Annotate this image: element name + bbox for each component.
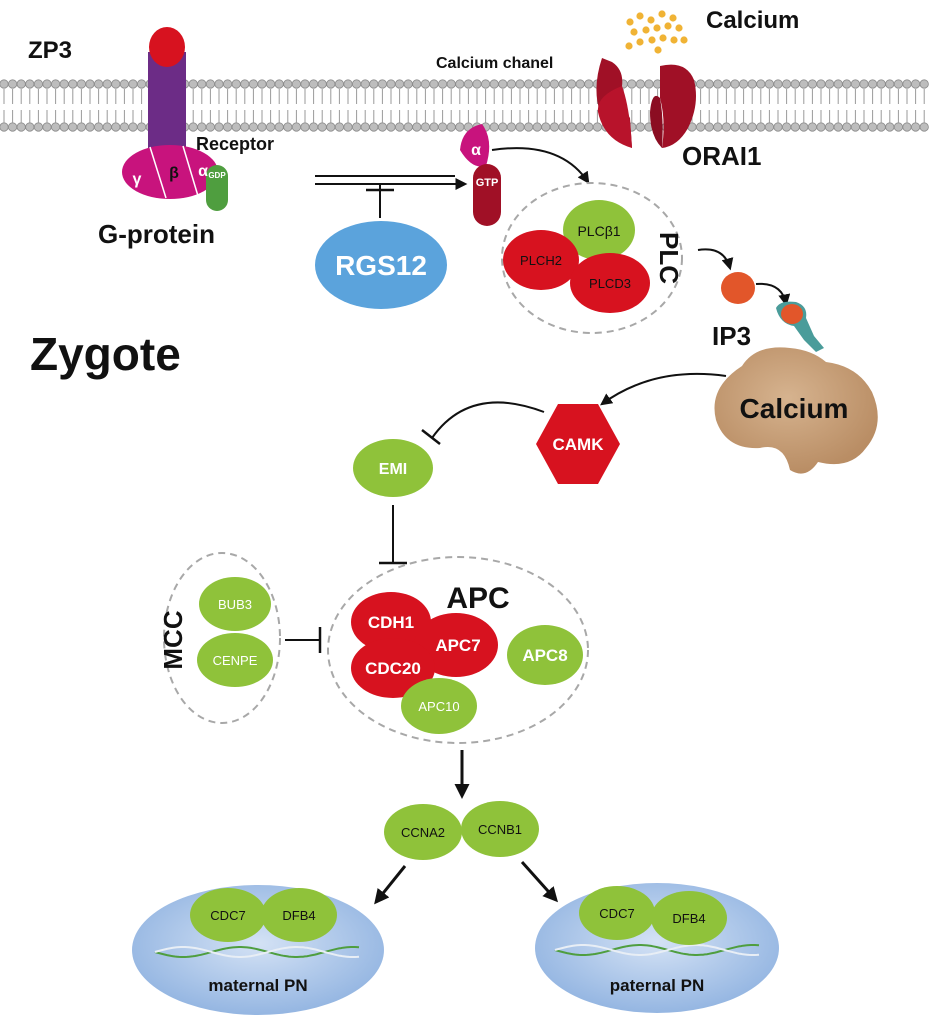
gamma-subunit-label: γ [133,171,142,188]
gtp-label: GTP [476,177,499,189]
ccna2-label: CCNA2 [401,825,445,840]
orai1-channel [596,58,696,148]
apc-label: APC [446,582,509,615]
apc-complex-boundary [327,556,589,744]
cenpe-label: CENPE [213,653,258,668]
mcc-complex-boundary [163,552,281,724]
ccna2-node [384,804,462,860]
ip3-receptor [776,301,824,352]
rgs12-label: RGS12 [335,250,427,281]
dfb4-left-label: DFB4 [282,908,315,923]
ccnb1-node [461,801,539,857]
gdp-text: GDP [208,171,226,180]
maternal-pn-label: maternal PN [208,976,307,995]
gdp-label: GDP [208,171,226,180]
beta-subunit-label: β [169,165,179,182]
cell-membrane [0,79,931,132]
alpha-to-plc-arrow [491,147,590,184]
g-protein-label: G-protein [98,219,215,249]
plcd3-label: PLCD3 [589,276,631,291]
emi-node [353,439,433,497]
cdc20-node [351,638,435,698]
alpha-active-label: α [471,142,481,159]
dfb4-left-node [261,888,337,942]
calcium-top-label: Calcium [706,7,799,34]
dfb4-right-node [651,891,727,945]
camk-inhibit-bar [421,429,441,445]
cdh1-node [351,592,431,652]
ccnb1-label: CCNB1 [478,822,522,837]
paternal-pn-label: paternal PN [610,976,704,995]
camk-inhibits-emi [431,401,545,439]
g-protein [122,145,228,211]
plcb1-node [563,200,635,260]
apc7-label: APC7 [435,636,480,655]
mcc-label: MCC [158,610,188,669]
activation-arrow [315,175,468,218]
camk-node [536,404,620,484]
apc10-node [401,678,477,734]
cdc7-right-label: CDC7 [599,906,634,921]
calcium-store [714,347,878,474]
alpha-subunit-label: α [198,163,208,180]
ip3-label: IP3 [712,321,751,351]
cdh1-label: CDH1 [368,613,414,632]
plcb1-label: PLCβ1 [577,223,620,239]
cdc7-left-node [190,888,266,942]
cdc7-left-label: CDC7 [210,908,245,923]
calcium-store-label: Calcium [740,393,849,424]
calcium-to-camk-arrow [600,373,727,406]
calcium-dots [625,10,688,54]
apc10-label: APC10 [418,699,459,714]
cdc7-right-node [579,886,655,940]
bub3-label: BUB3 [218,597,252,612]
plc-to-ip3-arrow [697,248,734,271]
orai1-label: ORAI1 [682,141,761,171]
bub3-node [199,577,271,631]
emi-label: EMI [379,461,407,478]
to-maternal-arrow [374,865,407,905]
calcium-channel-label: Calcium chanel [436,55,553,72]
rgs12-node [315,221,447,309]
plch2-label: PLCH2 [520,253,562,268]
ip3-molecule [721,272,755,304]
ip3-to-receptor-arrow [755,282,791,307]
to-paternal-arrow [520,860,559,903]
apc8-node [507,625,583,685]
dfb4-right-label: DFB4 [672,911,705,926]
plcd3-node [570,253,650,313]
active-g-alpha [460,124,501,226]
camk-label: CAMK [553,435,605,454]
plch2-node [503,230,579,290]
zp3-label: ZP3 [28,37,72,64]
zp3-receptor [148,27,186,150]
plc-label: PLC [654,232,684,284]
cdc20-label: CDC20 [365,659,421,678]
plc-complex-boundary [501,182,683,334]
cenpe-node [197,633,273,687]
receptor-label: Receptor [196,134,274,154]
apc8-label: APC8 [522,646,567,665]
apc7-node [414,613,498,677]
zygote-label: Zygote [30,328,181,380]
